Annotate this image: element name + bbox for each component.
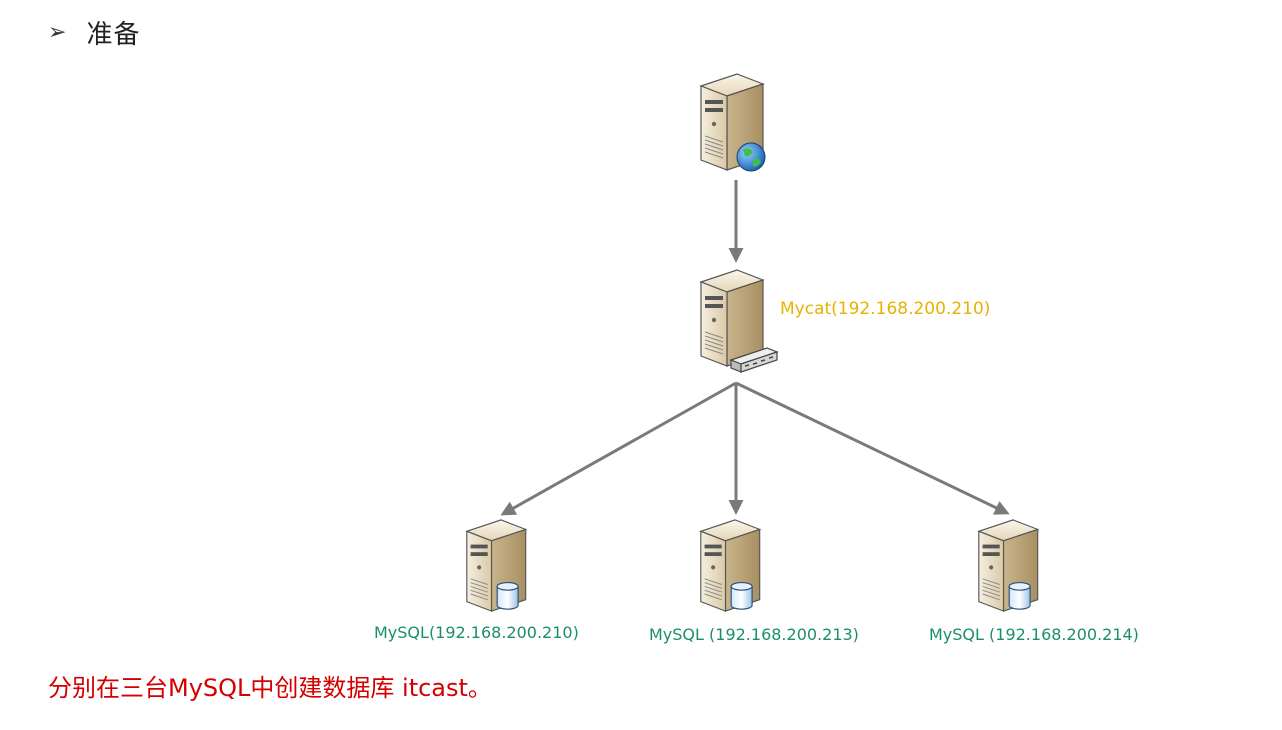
- database-icon: [496, 582, 519, 610]
- database-icon: [730, 582, 753, 610]
- arrow-bullet-icon: ➢: [48, 19, 67, 45]
- section-title: 准备: [86, 20, 141, 50]
- mycat-label: Mycat(192.168.200.210): [780, 299, 990, 319]
- mycat-server-icon: [700, 269, 779, 373]
- arrow-mycat-to-mysql3: [735, 381, 1010, 515]
- web-server-icon: [700, 73, 766, 172]
- mysql-1-label: MySQL(192.168.200.210): [374, 623, 579, 642]
- instruction-note: 分别在三台MySQL中创建数据库 itcast。: [48, 674, 492, 702]
- mysql-2-label: MySQL (192.168.200.213): [649, 625, 859, 644]
- mysql-3-label: MySQL (192.168.200.214): [929, 625, 1139, 644]
- network-switch-icon: [729, 347, 779, 373]
- mysql-server-3-icon: [978, 519, 1039, 612]
- arrow-mycat-to-mysql1: [500, 381, 737, 516]
- section-header: ➢ 准备: [48, 14, 140, 51]
- database-icon: [1008, 582, 1031, 610]
- globe-icon: [736, 142, 766, 172]
- mysql-server-2-icon: [700, 519, 761, 612]
- mysql-server-1-icon: [466, 519, 527, 612]
